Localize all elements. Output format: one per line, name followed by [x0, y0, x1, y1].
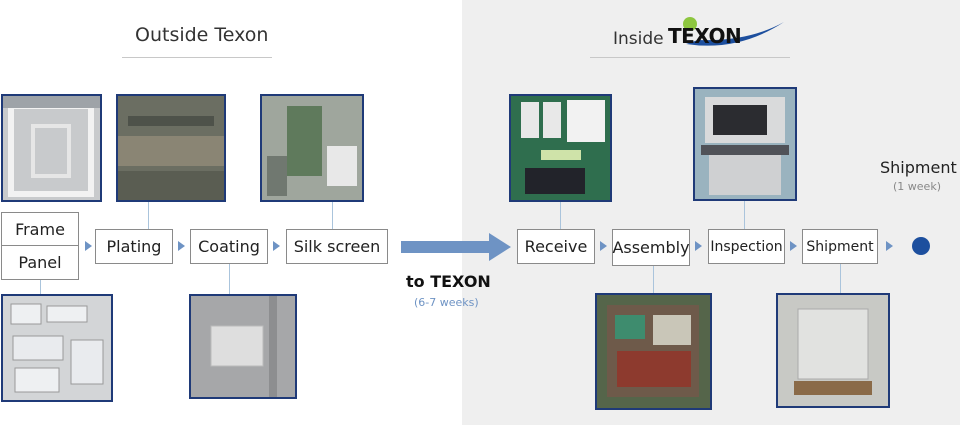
- inspection-box: Inspection: [708, 229, 785, 264]
- shipment-endpoint-dot: [912, 237, 930, 255]
- coating-box: Coating: [190, 229, 268, 264]
- plating-photo: [116, 94, 226, 202]
- inside-title-divider: [590, 57, 790, 58]
- silk-screen-box: Silk screen: [286, 229, 388, 264]
- connector-inspection: [744, 201, 745, 229]
- logo-text: TEXON: [668, 24, 742, 48]
- panel-box: Panel: [1, 245, 79, 280]
- connector-plating: [148, 202, 149, 229]
- inside-texon-title: Inside: [613, 29, 664, 49]
- arrow-inspection-shipment: [790, 241, 797, 251]
- arrow-receive-assembly: [600, 241, 607, 251]
- outside-title-divider: [122, 57, 272, 58]
- panel-photo: [1, 294, 113, 402]
- arrow-coating-silk: [273, 241, 280, 251]
- frame-photo: [1, 94, 102, 202]
- transfer-arrow: [401, 233, 511, 261]
- connector-receive: [560, 202, 561, 229]
- connector-panel: [40, 280, 41, 294]
- shipment-box: Shipment: [802, 229, 878, 264]
- shipment-photo: [776, 293, 890, 408]
- inside-label: Inside: [613, 29, 664, 49]
- outside-texon-title: Outside Texon: [135, 24, 269, 46]
- frame-box: Frame: [1, 212, 79, 246]
- coating-photo: [189, 294, 297, 399]
- inspection-photo: [693, 87, 797, 201]
- to-texon-label: to TEXON: [406, 272, 491, 291]
- arrow-assembly-inspection: [695, 241, 702, 251]
- arrow-shipment-final: [886, 241, 893, 251]
- receive-box: Receive: [517, 229, 595, 264]
- arrow-plating-coating: [178, 241, 185, 251]
- arrow-frame-plating: [85, 241, 92, 251]
- assembly-photo: [595, 293, 712, 410]
- connector-coating: [229, 264, 230, 294]
- final-shipment-duration: (1 week): [893, 180, 941, 193]
- receive-photo: [509, 94, 612, 202]
- connector-shipment: [840, 264, 841, 293]
- final-shipment-label: Shipment: [880, 158, 957, 177]
- silk-screen-photo: [260, 94, 364, 202]
- connector-silk: [332, 202, 333, 229]
- transfer-duration: (6-7 weeks): [414, 296, 479, 309]
- texon-logo: TEXON: [668, 16, 786, 50]
- connector-assembly: [653, 266, 654, 293]
- assembly-box: Assembly: [612, 229, 690, 266]
- plating-box: Plating: [95, 229, 173, 264]
